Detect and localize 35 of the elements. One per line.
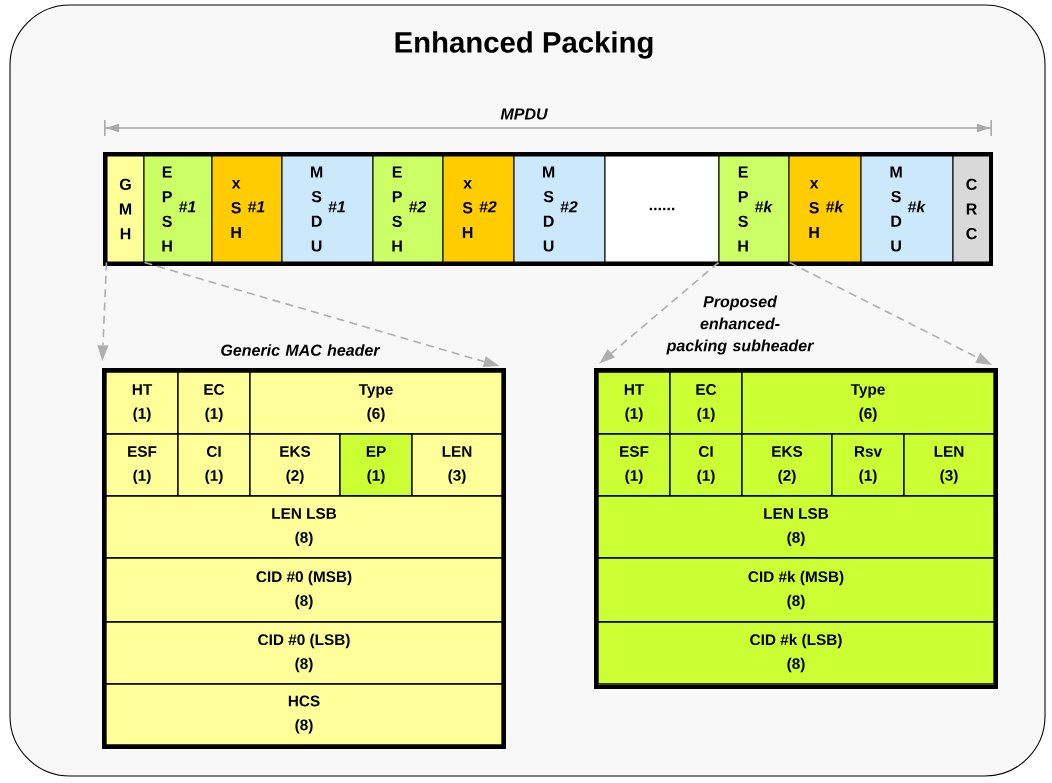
table-cell: CID #k (MSB) (8) — [597, 557, 995, 623]
packet-field: E P S H #2 — [372, 155, 444, 263]
packet-field: M S D U #k — [860, 155, 954, 263]
table-cell: Rsv (1) — [831, 433, 905, 497]
packet-field: E P S H #k — [718, 155, 790, 263]
table-cell: CI (1) — [177, 433, 251, 497]
table-cell: CID #0 (LSB) (8) — [105, 621, 503, 685]
table-heading: Generic MAC header — [221, 344, 381, 356]
table-cell: EP (1) — [339, 433, 413, 497]
table-cell: HT (1) — [105, 371, 179, 435]
table-cell: ESF (1) — [597, 433, 671, 497]
table-cell: ESF (1) — [105, 433, 179, 497]
packet-field: E P S H #1 — [143, 155, 213, 263]
table-cell: LEN (3) — [903, 433, 995, 497]
table-cell: EC (1) — [177, 371, 251, 435]
table-cell: CID #k (LSB) (8) — [597, 621, 995, 685]
dimension-label: MPDU — [500, 108, 548, 120]
table-cell: HT (1) — [597, 371, 671, 435]
table-cell: EKS (2) — [249, 433, 341, 497]
table-cell: EC (1) — [669, 371, 743, 435]
packet-field: G M H — [106, 155, 145, 263]
packet-field: x S H #k — [788, 155, 862, 263]
table-cell: CID #0 (MSB) (8) — [105, 557, 503, 623]
packet-field: C R C — [952, 155, 991, 263]
packet-field: x S H #1 — [211, 155, 283, 263]
packet-field: x S H #2 — [442, 155, 515, 263]
table-cell: HCS (8) — [105, 683, 503, 746]
table-cell: EKS (2) — [741, 433, 833, 497]
table-heading: Proposed enhanced-packing subheader — [666, 295, 815, 355]
table-cell: CI (1) — [669, 433, 743, 497]
packet-field: M S D U #2 — [513, 155, 606, 263]
ellipsis-field: ...... — [604, 155, 720, 263]
packet-field: M S D U #1 — [281, 155, 374, 263]
title: Enhanced Packing — [395, 31, 653, 59]
table-cell: LEN (3) — [411, 433, 503, 497]
